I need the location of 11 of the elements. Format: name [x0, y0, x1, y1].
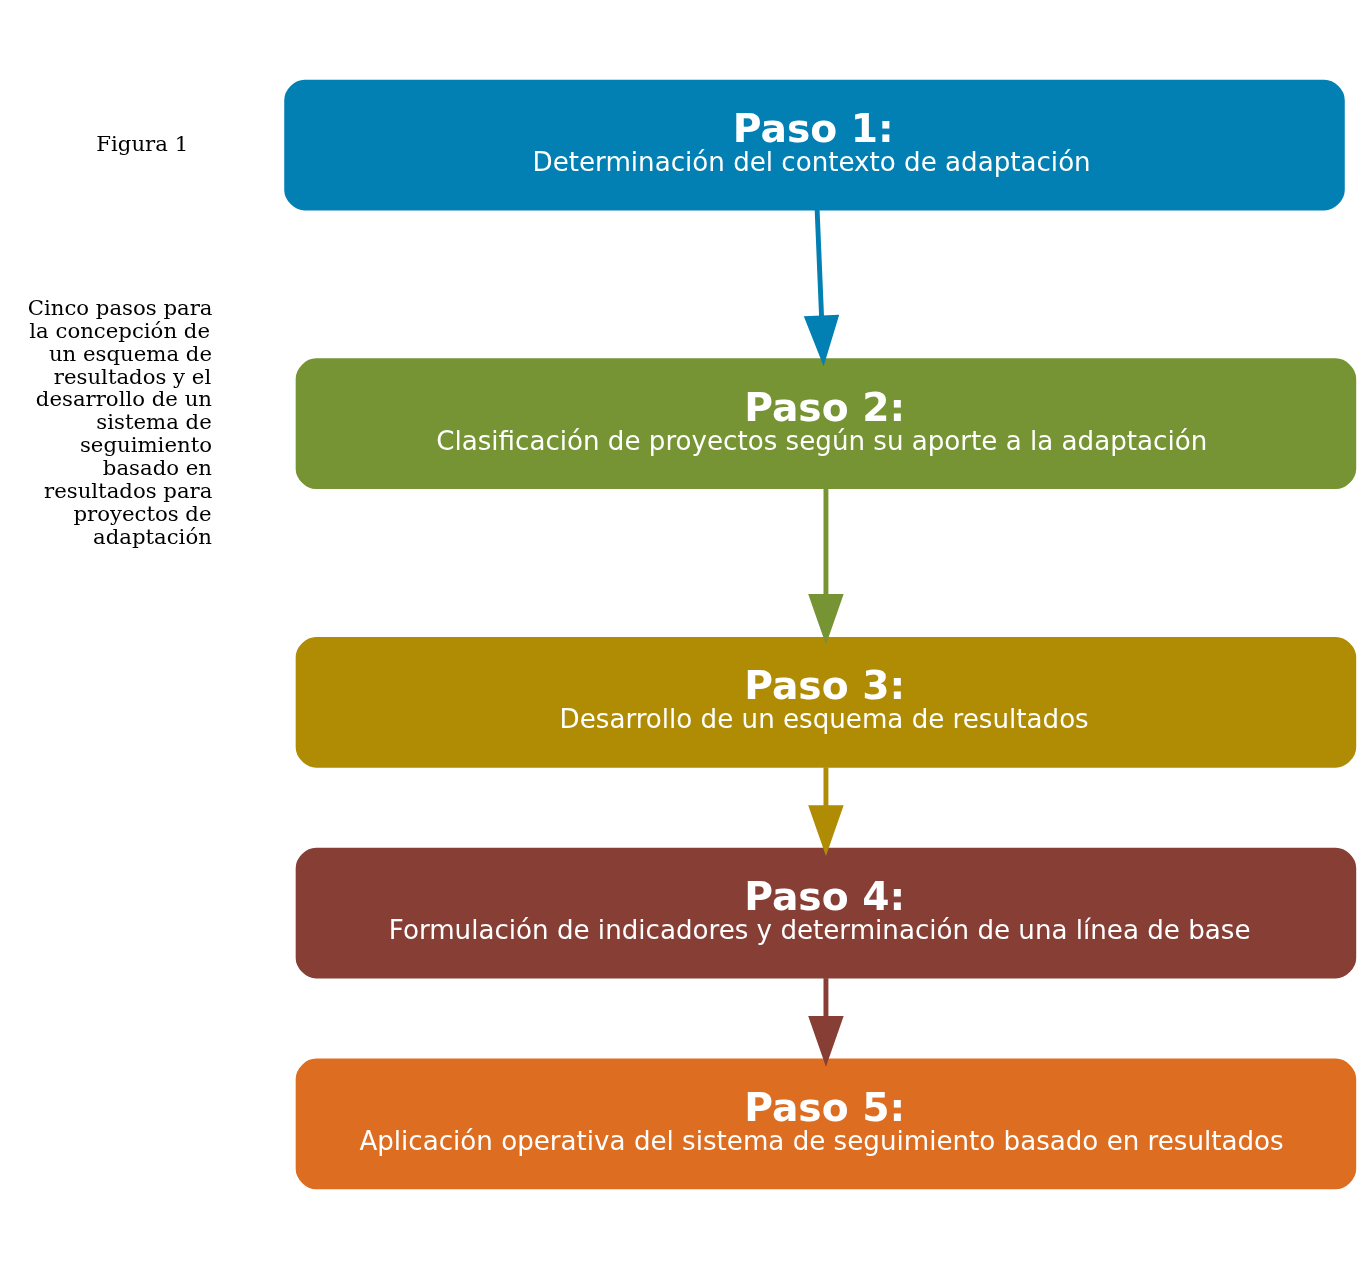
- node-box: Paso 2: Clasificación de proyectos según su aporte a la adaptación: [295, 357, 1357, 489]
- node-box: Paso 4: Formulación de indicadores y determinación de una línea de base: [295, 847, 1357, 978]
- node-box: Paso 1: Determinación del contexto de adaptación: [284, 79, 1345, 210]
- node-box: Paso 5: Aplicación operativa del sistema de seguimiento basado en resultados: [295, 1058, 1357, 1189]
- arrow: [808, 488, 844, 645]
- arrow: [808, 766, 844, 856]
- arrow: [803, 209, 840, 366]
- label: Cinco pasos para la concepción de un esquema de resultados y el desarrollo de un sistema de seguimiento basado en resultados para proyectos de adaptación: [27, 294, 213, 549]
- label: Figura 1: [96, 130, 189, 156]
- node-box: Paso 3: Desarrollo de un esquema de resultados: [295, 636, 1357, 768]
- arrow: [808, 977, 844, 1067]
